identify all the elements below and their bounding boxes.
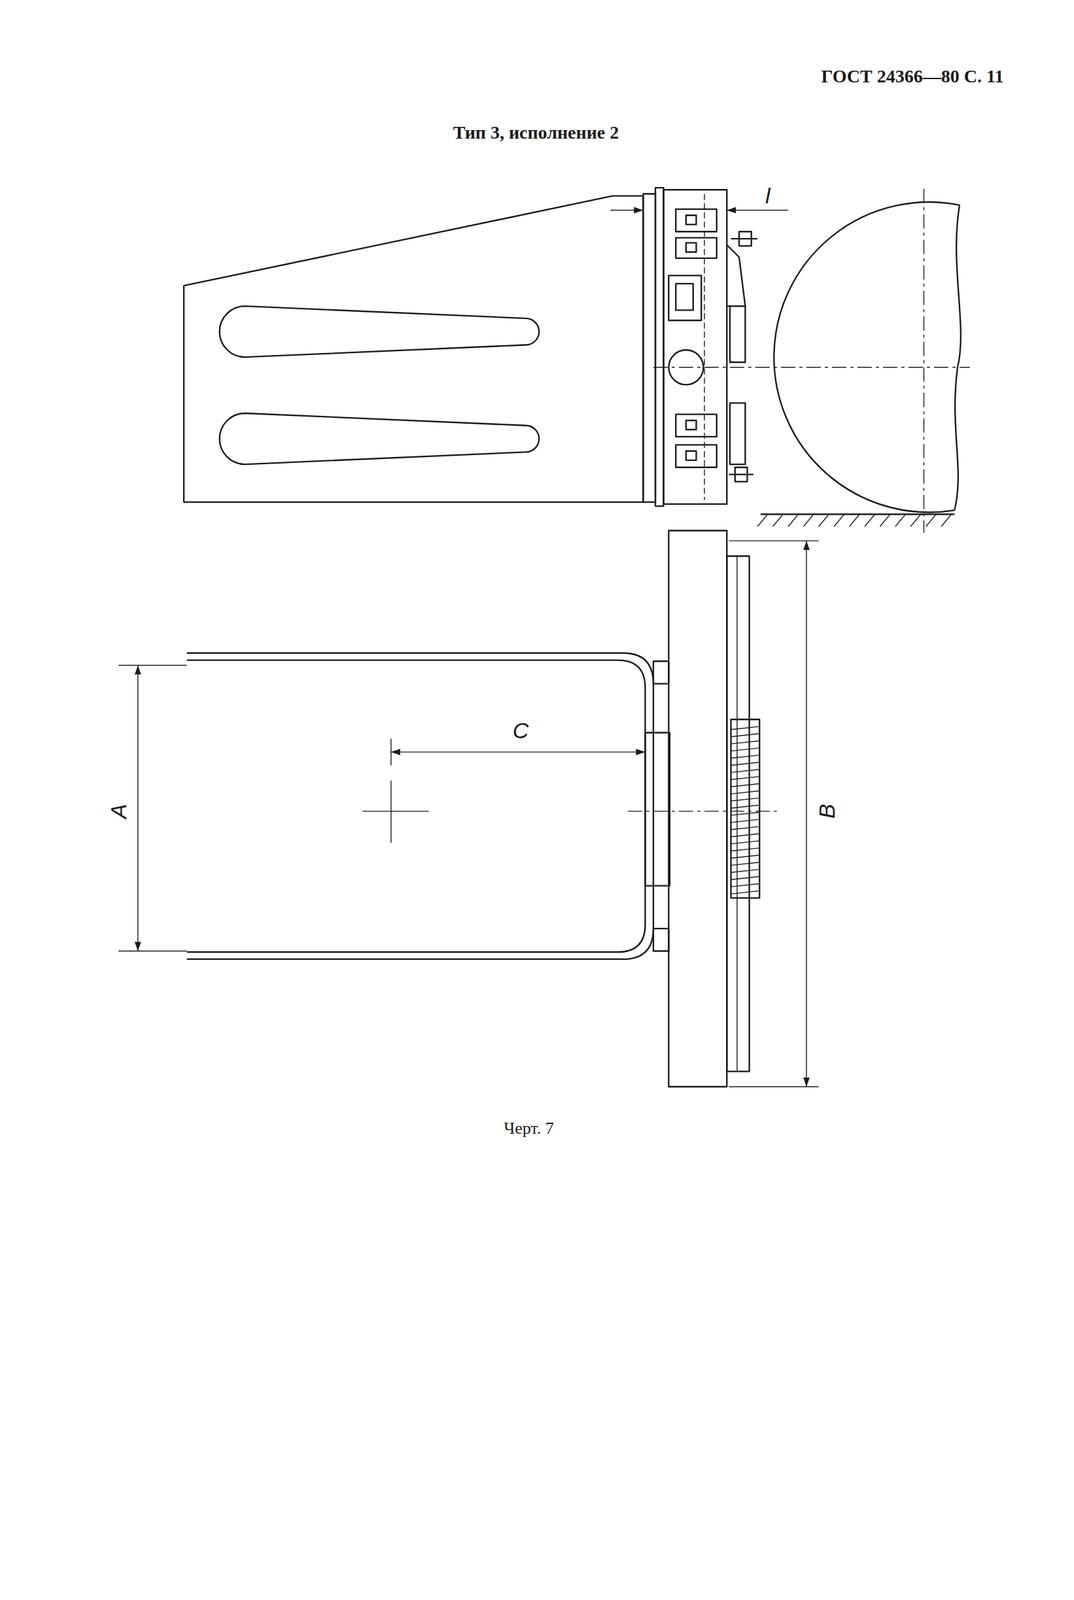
figure-caption: Черт. 7	[501, 1119, 556, 1139]
ground	[757, 514, 955, 528]
dimension-label: C	[510, 718, 532, 744]
dimension-label: l	[763, 183, 773, 208]
brush-assembly	[642, 187, 758, 507]
figure-title: Тип 3, исполнение 2	[451, 122, 622, 144]
dimension-l	[610, 209, 789, 212]
page-header: ГОСТ 24366—80 С. 11	[819, 66, 1006, 87]
dimension-label: B	[814, 802, 840, 822]
dimension-label: A	[105, 802, 131, 822]
dimension-b	[728, 540, 819, 1088]
roll	[653, 189, 971, 534]
holder-body	[183, 196, 643, 503]
plan-view	[187, 531, 781, 1088]
